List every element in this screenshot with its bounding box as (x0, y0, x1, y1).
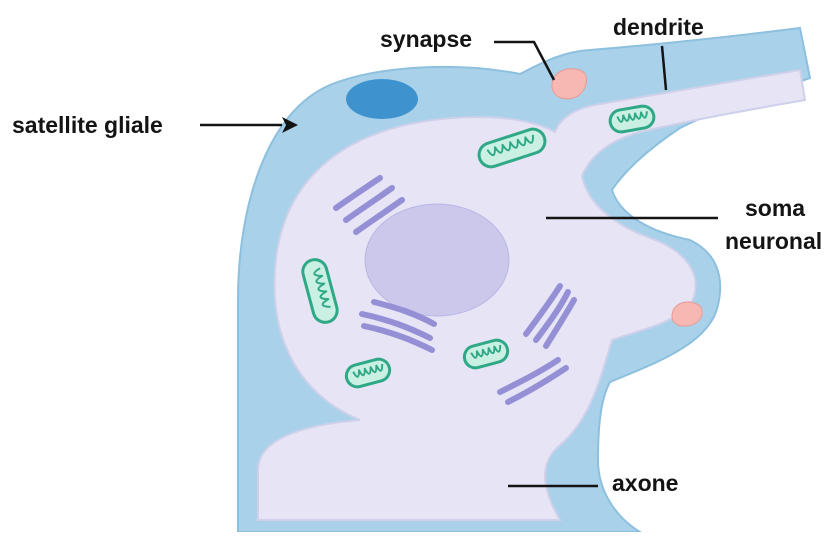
soma-label-line1: soma (745, 197, 805, 220)
dendrite-label: dendrite (613, 16, 704, 39)
soma-label-line2: neuronal (725, 230, 822, 253)
neuronal-nucleus (365, 204, 509, 316)
glial-nucleus (346, 79, 418, 119)
axone-label: axone (612, 472, 678, 495)
satellite-glia-label: satellite gliale (12, 114, 163, 137)
synapse-label: synapse (380, 28, 472, 51)
synapse-bouton (672, 302, 702, 326)
